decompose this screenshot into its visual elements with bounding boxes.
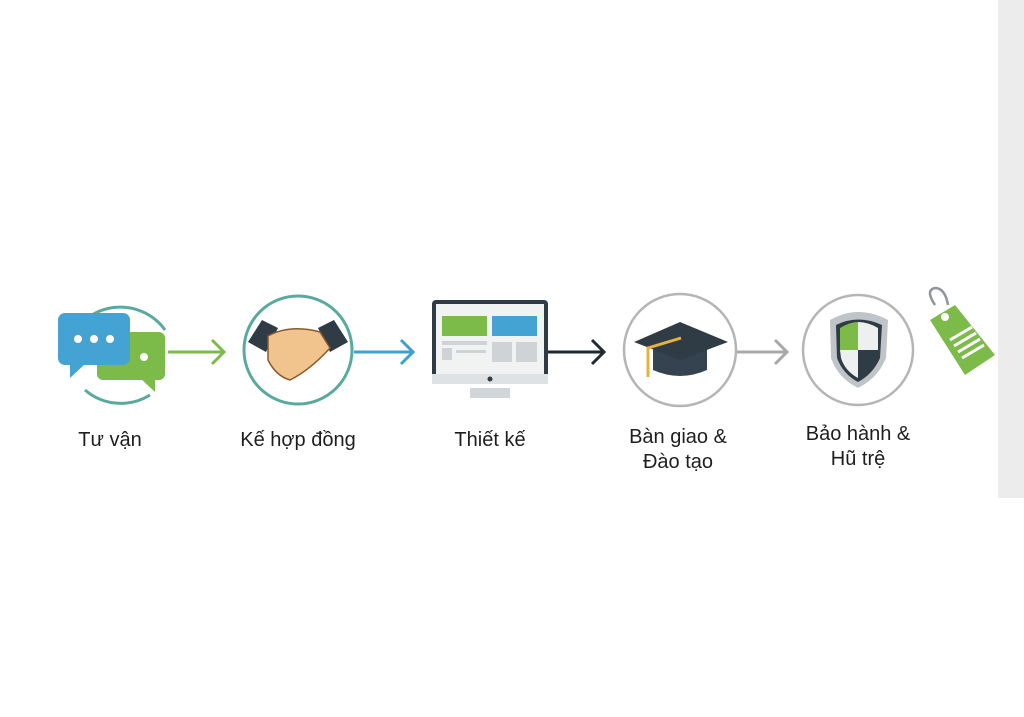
arrow-4: [737, 338, 790, 366]
arrow-2: [354, 338, 416, 366]
arrow-1: [168, 338, 227, 366]
step-label-consulting: Tư vận: [78, 429, 142, 451]
shield-icon: [801, 293, 915, 407]
chat-bubbles-icon: [58, 305, 167, 405]
warranty-line-1: Bảo hành &: [805, 423, 911, 445]
price-tag-icon: [928, 286, 995, 375]
monitor-icon: [432, 300, 548, 398]
graduation-cap-icon: [622, 292, 738, 408]
side-scroll-strip: [998, 0, 1024, 498]
step-label-handover: Bàn giao & Đào tạo: [578, 425, 778, 475]
step-label-contract: Kế hợp đồng: [240, 429, 356, 451]
handover-line-1: Bàn giao &: [629, 426, 727, 448]
step-label-design: Thiết kế: [454, 429, 526, 451]
warranty-line-2: Hũ trệ: [830, 448, 886, 470]
handshake-icon: [242, 294, 354, 406]
process-flow-graphics: [58, 286, 995, 408]
arrow-3: [548, 338, 607, 366]
handover-line-2: Đào tạo: [642, 451, 714, 473]
step-label-warranty: Bảo hành & Hũ trệ: [758, 422, 958, 472]
